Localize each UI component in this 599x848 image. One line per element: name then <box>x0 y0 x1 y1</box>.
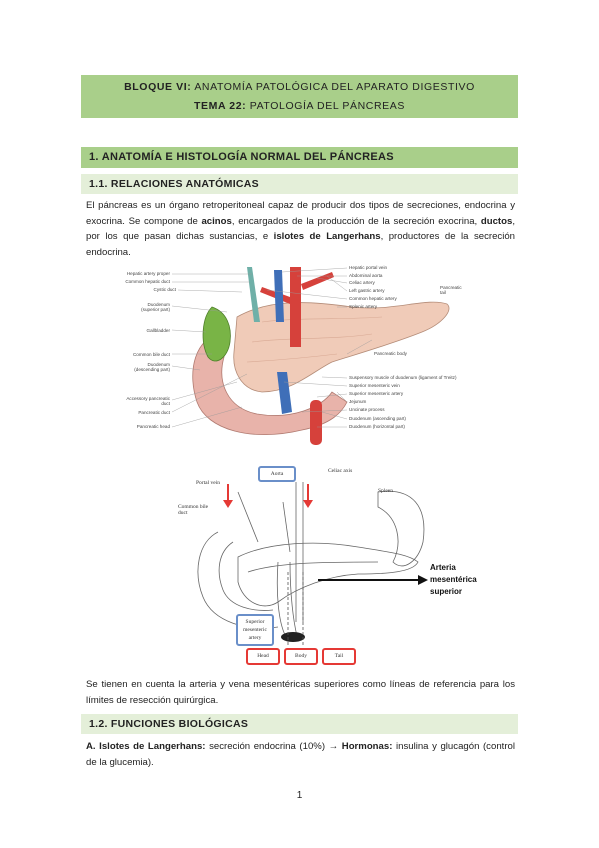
label-common-bile-duct-sketch: Common bile duct <box>178 504 209 516</box>
label-gallbladder: Gallbladder <box>146 328 171 333</box>
intro-text-1: El páncreas es un órgano retroperitoneal… <box>86 200 515 227</box>
tail-box: Tail <box>322 648 356 665</box>
label-common-bile-duct: Common bile duct <box>132 352 170 357</box>
pancreas-anatomy-illustration <box>171 267 450 445</box>
section-1-title: 1. ANATOMÍA E HISTOLOGÍA NORMAL DEL PÁNC… <box>89 151 394 163</box>
label-pancreatic-body: Pancreatic body <box>374 351 407 356</box>
label-duodenum-descending: Duodenum (descending part) <box>134 362 170 372</box>
label-duodenum-ascending: Duodenum (ascending part) <box>349 416 406 421</box>
label-hepatic-artery-proper: Hepatic artery proper <box>126 271 170 276</box>
term-islotes: islotes de Langerhans <box>273 231 381 243</box>
intro-text-4: , productores de la secreción endocrina. <box>86 231 516 258</box>
head-box: Head <box>246 648 280 665</box>
label-splenic-artery: Splenic artery <box>349 304 378 309</box>
bloque-label: BLOQUE VI: <box>124 81 192 93</box>
label-duodenum-superior: Duodenum (superior part) <box>141 302 170 312</box>
label-pancreatic-tail: Pancreatic tail <box>440 285 462 295</box>
intro-text-2: , encargados de la producción de la secr… <box>231 215 481 227</box>
label-superior-mesenteric-artery: Superior mesenteric artery <box>349 391 404 396</box>
tema-title: PATOLOGÍA DEL PÁNCREAS <box>249 100 405 112</box>
bloque-heading: BLOQUE VI: ANATOMÍA PATOLÓGICA DEL APARA… <box>81 81 518 93</box>
label-portal-vein: Portal vein <box>196 480 220 486</box>
resection-paragraph: Se tienen en cuenta la arteria y vena me… <box>86 679 515 706</box>
intro-paragraph: El páncreas es un órgano retroperitoneal… <box>86 198 515 260</box>
label-common-hepatic-duct: Common hepatic duct <box>125 279 170 284</box>
term-acinos: acinos <box>201 215 232 227</box>
section-1-2-title: 1.2. FUNCIONES BIOLÓGICAS <box>89 718 249 730</box>
section-1-band: 1. ANATOMÍA E HISTOLOGÍA NORMAL DEL PÁNC… <box>81 147 518 168</box>
label-duodenum-horizontal: Duodenum (horizontal part) <box>349 424 405 429</box>
aorta-box: Aorta <box>258 466 296 482</box>
label-common-hepatic-artery: Common hepatic artery <box>349 296 397 301</box>
sma-box: Superior mesenteric artery <box>236 614 274 646</box>
section-1-2-band: 1.2. FUNCIONES BIOLÓGICAS <box>81 714 518 734</box>
item-a-text-1: secreción endocrina (10%) → <box>205 741 342 752</box>
pancreas-anatomy-figure: Hepatic artery proper Common hepatic duc… <box>125 262 462 447</box>
pancreas-sketch-figure: Aorta Celiac axis Portal vein Spleen Com… <box>178 462 478 667</box>
item-a-paragraph: A. Islotes de Langerhans: secreción endo… <box>86 739 515 770</box>
label-celiac-axis: Celiac axis <box>328 468 353 474</box>
label-jejunum: Jejunum <box>349 399 367 404</box>
label-cystic-duct: Cystic duct <box>153 287 176 292</box>
tema-heading: TEMA 22: PATOLOGÍA DEL PÁNCREAS <box>81 100 518 112</box>
section-1-1-title: 1.1. RELACIONES ANATÓMICAS <box>89 178 259 190</box>
section-1-1-band: 1.1. RELACIONES ANATÓMICAS <box>81 174 518 194</box>
label-abdominal-aorta: Abdominal aorta <box>349 273 383 278</box>
label-ligament-of-treitz: Suspensory muscle of duodenum (ligament … <box>349 375 457 380</box>
label-hepatic-portal-vein: Hepatic portal vein <box>349 265 388 270</box>
arrow-label-sma: Arteria mesentérica superior <box>430 563 477 596</box>
page-number: 1 <box>296 790 303 801</box>
label-celiac-artery: Celiac artery <box>349 280 375 285</box>
label-accessory-pancreatic-duct: Accessory pancreatic duct <box>126 396 170 406</box>
label-left-gastric-artery: Left gastric artery <box>349 288 385 293</box>
term-ductos: ductos <box>480 215 513 227</box>
body-box: Body <box>284 648 318 665</box>
tema-label: TEMA 22: <box>194 100 247 112</box>
intro-text-3: , por los que pasan dichas sustancias, e <box>86 215 515 243</box>
item-a-text-2: insulina y glucagón (control de la gluce… <box>86 741 515 768</box>
header-band: BLOQUE VI: ANATOMÍA PATOLÓGICA DEL APARA… <box>81 75 518 118</box>
label-pancreatic-head: Pancreatic head <box>136 424 170 429</box>
label-superior-mesenteric-vein: Superior mesenteric vein <box>349 383 400 388</box>
label-spleen: Spleen <box>378 488 393 494</box>
label-pancreatic-duct: Pancreatic duct <box>138 410 170 415</box>
bloque-title: ANATOMÍA PATOLÓGICA DEL APARATO DIGESTIV… <box>194 81 475 93</box>
label-uncinate-process: Uncinate process <box>349 407 385 412</box>
item-a-label: A. Islotes de Langerhans: <box>86 741 206 752</box>
item-a-hormonas: Hormonas: <box>341 741 393 752</box>
